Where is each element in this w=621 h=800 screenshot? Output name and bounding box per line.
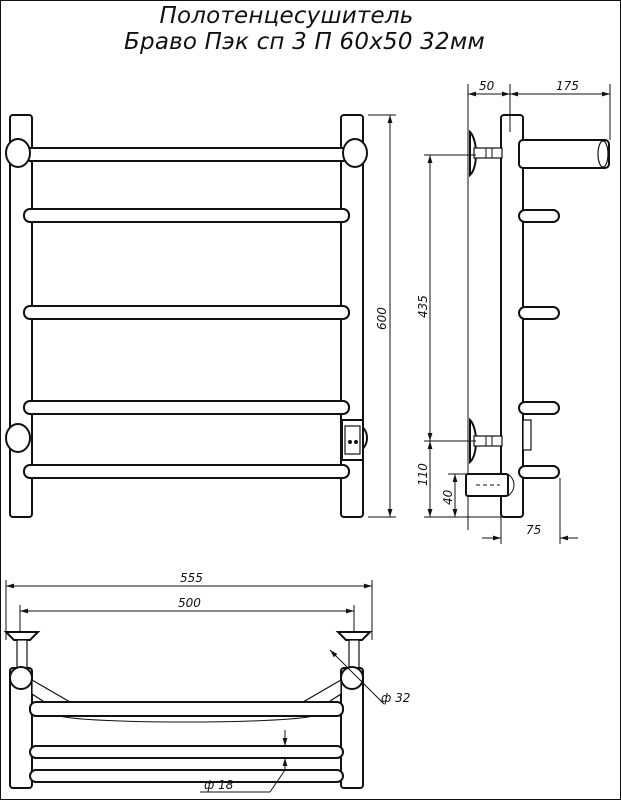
dim-side-depth: 175 (556, 79, 579, 93)
dim-connector-depth: 75 (526, 523, 541, 537)
top-mount-right-bolt (348, 639, 360, 671)
drawing-title-line-1: Полотенцесушитель (159, 3, 414, 29)
top-mount-left-bolt (16, 639, 28, 671)
top-left-pipe-section (9, 666, 33, 690)
switch-panel (344, 425, 361, 455)
side-view: 50 175 435 110 40 75 (416, 79, 611, 544)
top-rung-1 (29, 701, 344, 717)
top-right-pipe-section (340, 666, 364, 690)
side-bracket-bottom-bolt (473, 435, 503, 447)
rung-5 (23, 464, 350, 479)
top-view: 555 500 ф 32 ф 18 (3, 571, 410, 793)
dim-diameter-rung: ф 18 (204, 778, 234, 792)
dim-width-axis: 500 (178, 596, 201, 610)
side-switch-box (522, 419, 532, 451)
side-rung-stub-1 (518, 209, 560, 223)
rung-2 (23, 208, 350, 223)
side-top-tube (518, 139, 610, 169)
side-rung-stub-3 (518, 401, 560, 415)
dim-width-total: 555 (180, 571, 203, 585)
front-view: 600 (5, 114, 396, 518)
mount-flange-bottom-left (5, 423, 31, 453)
dim-diameter-pipe: ф 32 (381, 691, 410, 705)
drawing-title-line-2: Браво Пэк сп 3 П 60x50 32мм (124, 29, 485, 55)
top-mount-right (335, 631, 373, 641)
mount-flange-top-left (5, 138, 31, 168)
side-rung-stub-4 (518, 465, 560, 479)
dim-side-offset: 50 (479, 79, 495, 93)
side-rung-stub-2 (518, 306, 560, 320)
side-bracket-top-bolt (473, 147, 503, 159)
top-rung-1-curve (59, 715, 314, 723)
dim-connector-height: 40 (441, 489, 455, 505)
dim-height-total: 600 (375, 307, 389, 330)
top-mount-left (3, 631, 41, 641)
switch-button-icon (354, 440, 358, 444)
rung-4 (23, 400, 350, 415)
side-top-tube-end (597, 140, 609, 168)
rung-1 (23, 147, 350, 162)
mount-flange-top-right (342, 138, 368, 168)
dim-axis-distance: 435 (416, 295, 430, 318)
rung-3 (23, 305, 350, 320)
switch-indicator-icon (348, 440, 352, 444)
top-rung-3 (29, 769, 344, 783)
top-rung-2 (29, 745, 344, 759)
dim-bottom-to-axis: 110 (416, 463, 430, 486)
